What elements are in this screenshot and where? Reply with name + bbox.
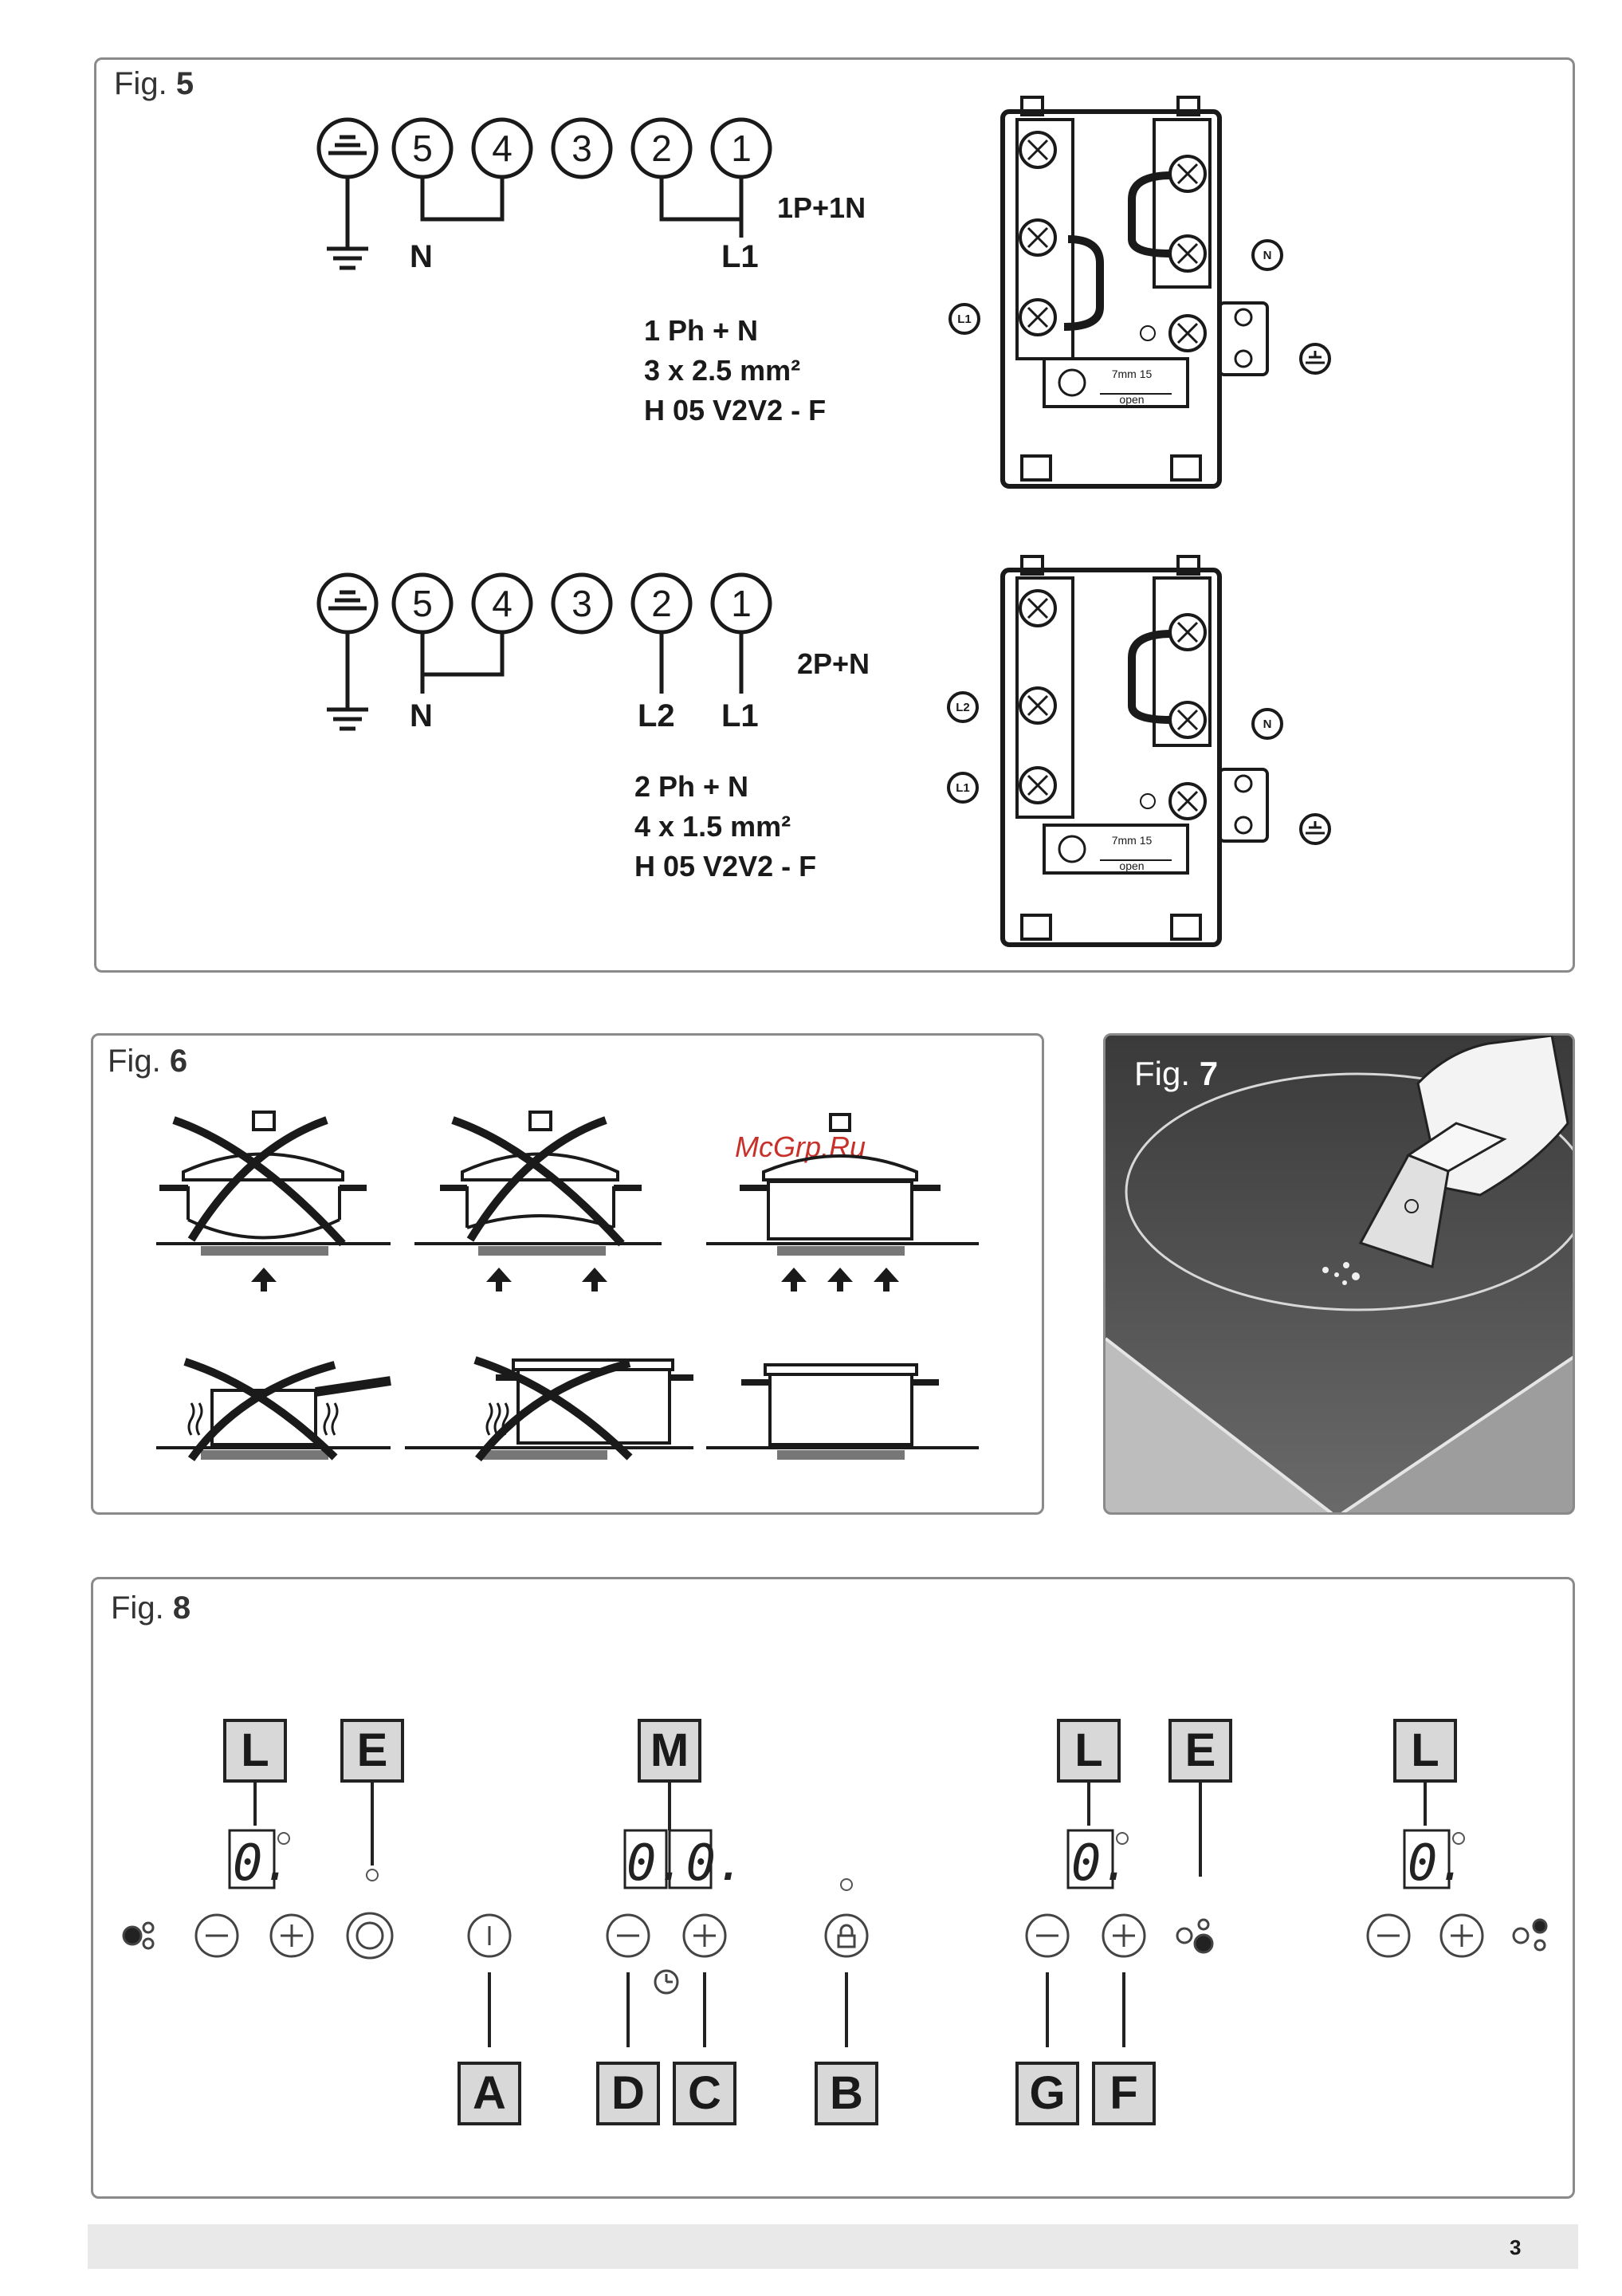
key-l: L (1393, 1719, 1457, 1783)
lock-button[interactable] (826, 1915, 867, 1956)
key-e: E (1168, 1719, 1232, 1783)
key-d: D (596, 2062, 660, 2125)
key-l: L (1057, 1719, 1121, 1783)
timer-plus-button[interactable] (684, 1915, 725, 1956)
key-f: F (1092, 2062, 1156, 2125)
key-a: A (458, 2062, 521, 2125)
key-l: L (223, 1719, 287, 1783)
plus-button[interactable] (1441, 1915, 1483, 1956)
display-value: 0. (1071, 1834, 1131, 1892)
display-value: 0. (1408, 1834, 1467, 1892)
clock-icon (655, 1971, 677, 1993)
key-e: E (340, 1719, 404, 1783)
power-button[interactable] (469, 1915, 510, 1956)
timer-minus-button[interactable] (607, 1915, 649, 1956)
key-m: M (638, 1719, 701, 1783)
zone-indicator-icon (124, 1923, 153, 1948)
footer-band (88, 2224, 1578, 2269)
key-g: G (1015, 2062, 1079, 2125)
zone-indicator-icon (1177, 1920, 1212, 1952)
minus-button[interactable] (1027, 1915, 1068, 1956)
hob-function-button[interactable] (348, 1913, 392, 1958)
display-value: 0.0. (626, 1834, 745, 1892)
minus-button[interactable] (196, 1915, 238, 1956)
key-b: B (815, 2062, 878, 2125)
key-c: C (673, 2062, 736, 2125)
plus-button[interactable] (1103, 1915, 1145, 1956)
plus-button[interactable] (271, 1915, 312, 1956)
page-number: 3 (1510, 2235, 1521, 2260)
display-value: 0. (233, 1834, 293, 1892)
zone-indicator-icon (1514, 1920, 1546, 1950)
minus-button[interactable] (1368, 1915, 1409, 1956)
